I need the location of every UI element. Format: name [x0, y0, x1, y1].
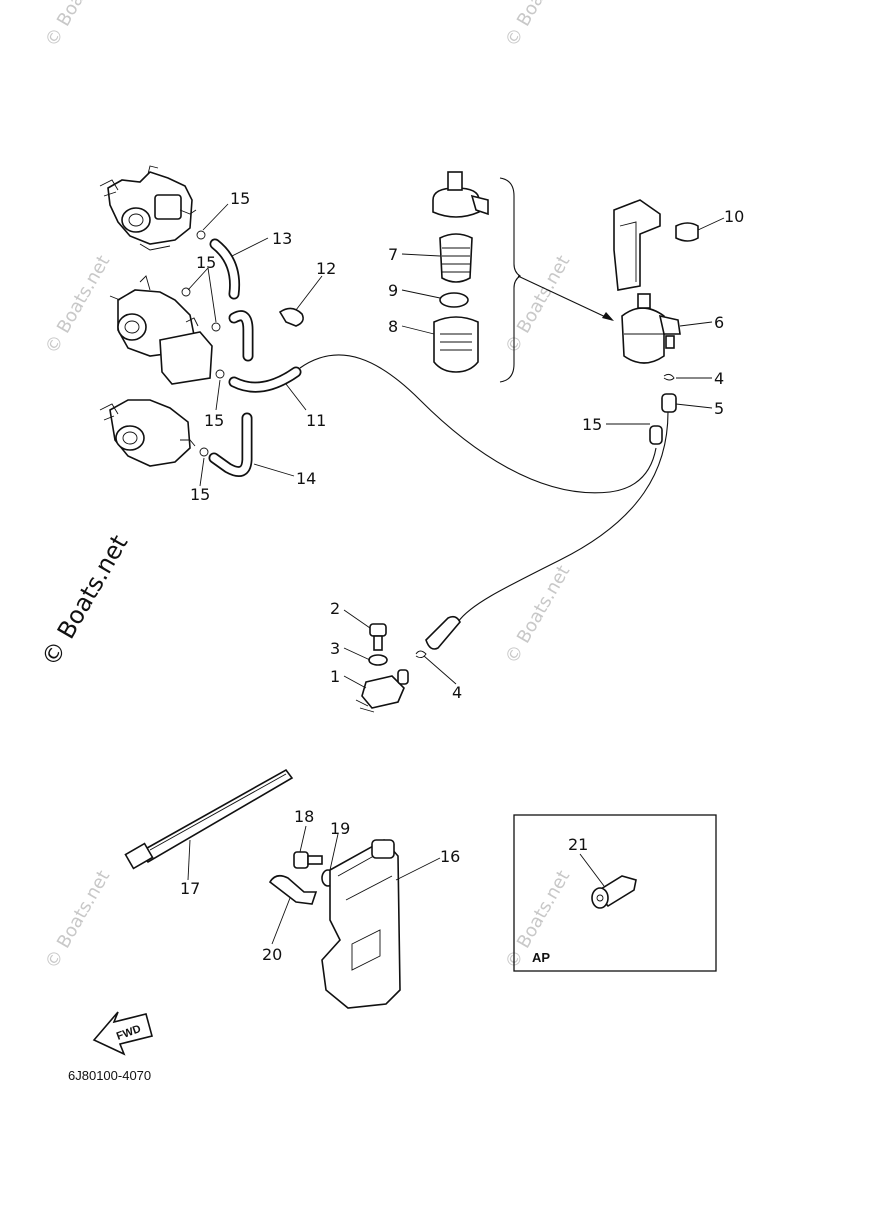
callout-11: 11	[306, 411, 326, 430]
filter-element-7	[439, 233, 473, 283]
callout-15: 15	[196, 253, 216, 272]
callout-15: 15	[190, 485, 210, 504]
filter-cap	[432, 171, 489, 218]
callout-21: 21	[568, 835, 588, 854]
callout-1: 1	[330, 667, 340, 686]
hose-14	[208, 412, 253, 478]
brace	[499, 177, 521, 383]
carburetor-bottom	[99, 399, 196, 467]
carburetor-middle	[109, 275, 213, 385]
small-joint-15	[649, 425, 663, 445]
fwd-arrow-icon: FWD	[92, 1011, 153, 1056]
callout-6: 6	[714, 313, 724, 332]
bolt-2	[369, 623, 387, 651]
clamp-20	[268, 874, 318, 905]
watermark: © Boats.net	[41, 867, 114, 973]
fuel-line-main	[457, 411, 669, 623]
callout-16: 16	[440, 847, 460, 866]
callout-8: 8	[388, 317, 398, 336]
callout-15: 15	[582, 415, 602, 434]
callout-4: 4	[714, 369, 724, 388]
fuel-connector-1	[355, 669, 409, 713]
watermark: © Boats.net	[501, 252, 574, 358]
callout-15: 15	[204, 411, 224, 430]
cable-tie-17	[124, 768, 294, 870]
hose-clips	[181, 230, 225, 457]
bolt-18	[293, 851, 323, 869]
hose-13	[209, 238, 241, 300]
clip-12	[278, 307, 304, 327]
watermark: © Boats.net	[41, 252, 114, 358]
ap-label: AP	[532, 950, 550, 965]
fitting-21	[591, 875, 637, 909]
carburetor-top	[99, 165, 197, 251]
assembly-arrow	[517, 275, 613, 321]
bracket-16	[321, 838, 401, 1009]
callout-10: 10	[724, 207, 744, 226]
watermark: © Boats.net	[501, 0, 574, 51]
callout-13: 13	[272, 229, 292, 248]
clip-4	[663, 373, 675, 381]
leader-lines	[187, 203, 725, 945]
callout-20: 20	[262, 945, 282, 964]
callout-9: 9	[388, 281, 398, 300]
bracket-10	[613, 199, 699, 291]
watermark: © Boats.net	[41, 0, 114, 51]
ap-inset-box	[513, 814, 717, 972]
callout-3: 3	[330, 639, 340, 658]
filter-cup-8	[433, 316, 479, 373]
clip-4b	[415, 650, 427, 659]
callout-2: 2	[330, 599, 340, 618]
callout-18: 18	[294, 807, 314, 826]
fuel-line-11	[299, 354, 657, 494]
part-number: 6J80100-4070	[68, 1068, 151, 1083]
callout-7: 7	[388, 245, 398, 264]
callout-12: 12	[316, 259, 336, 278]
watermark: © Boats.net	[501, 562, 574, 668]
callout-14: 14	[296, 469, 316, 488]
hose-11-stub	[228, 366, 302, 393]
joint-5	[661, 393, 677, 413]
assembly-arrowhead	[602, 312, 614, 321]
fuel-filter-6	[621, 293, 681, 364]
callout-17: 17	[180, 879, 200, 898]
fuel-joint	[425, 615, 461, 650]
callout-labels: 15 13 15 12 15 11 14 15 7 9 8 10 6 4 5 1…	[180, 189, 744, 964]
o-ring-9	[439, 292, 469, 308]
callout-19: 19	[330, 819, 350, 838]
watermark-large: © Boats.net	[36, 530, 133, 671]
callout-5: 5	[714, 399, 724, 418]
callout-15: 15	[230, 189, 250, 208]
hose-short	[228, 310, 254, 362]
callout-4: 4	[452, 683, 462, 702]
washer-3	[368, 654, 388, 666]
